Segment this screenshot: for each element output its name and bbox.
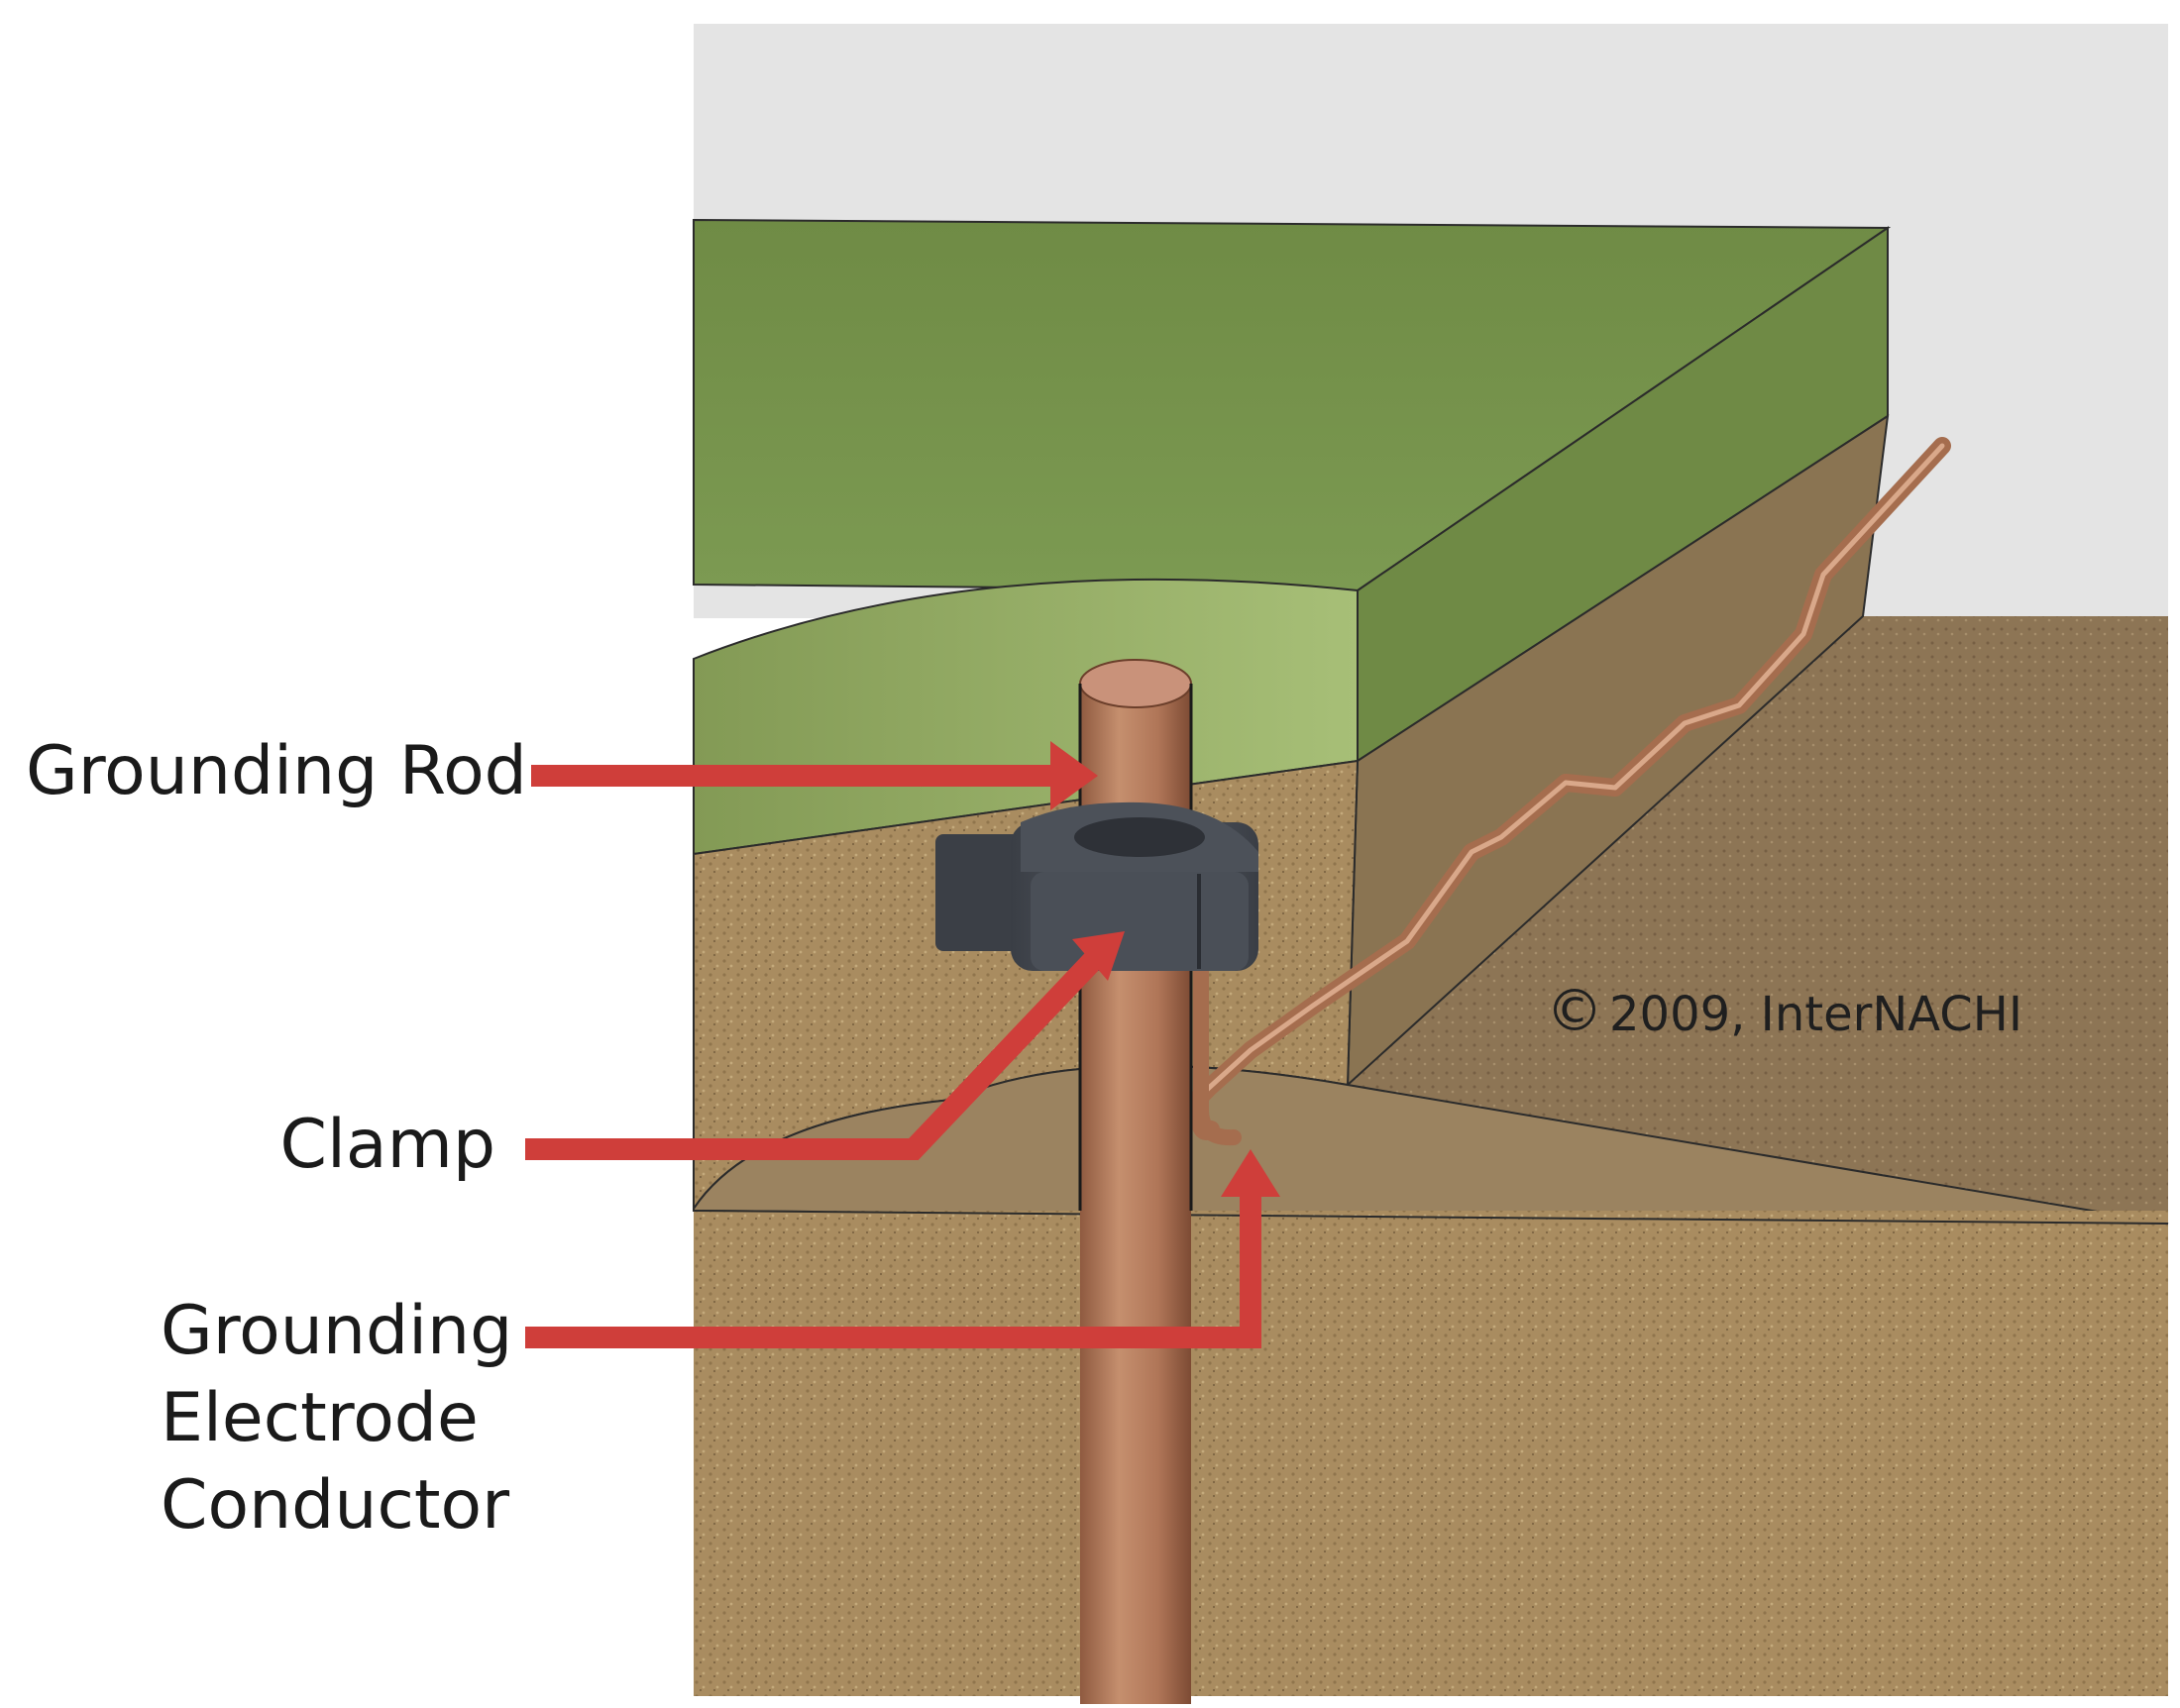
- label-gec-line-1: Grounding: [161, 1292, 513, 1370]
- copyright-text: 2009, InterNACHI: [1609, 987, 2022, 1042]
- ground-lower-front: [694, 1211, 2168, 1696]
- copyright-symbol: ©: [1546, 977, 1603, 1044]
- label-gec-line-3: Conductor: [161, 1466, 510, 1545]
- arrow-clamp: [525, 931, 1125, 1160]
- clamp: [935, 801, 1258, 971]
- arrow-grounding-rod: [531, 741, 1098, 810]
- copyright-notice: ©2009, InterNACHI: [1546, 982, 2022, 1042]
- label-clamp: Clamp: [279, 1106, 495, 1184]
- label-grounding-electrode-conductor: Grounding Electrode Conductor: [161, 1288, 512, 1549]
- label-grounding-rod: Grounding Rod: [26, 732, 527, 810]
- label-gec-line-2: Electrode: [161, 1379, 479, 1457]
- dirt-surface-back: [694, 616, 2168, 1224]
- arrow-grounding-electrode-conductor: [525, 1149, 1280, 1348]
